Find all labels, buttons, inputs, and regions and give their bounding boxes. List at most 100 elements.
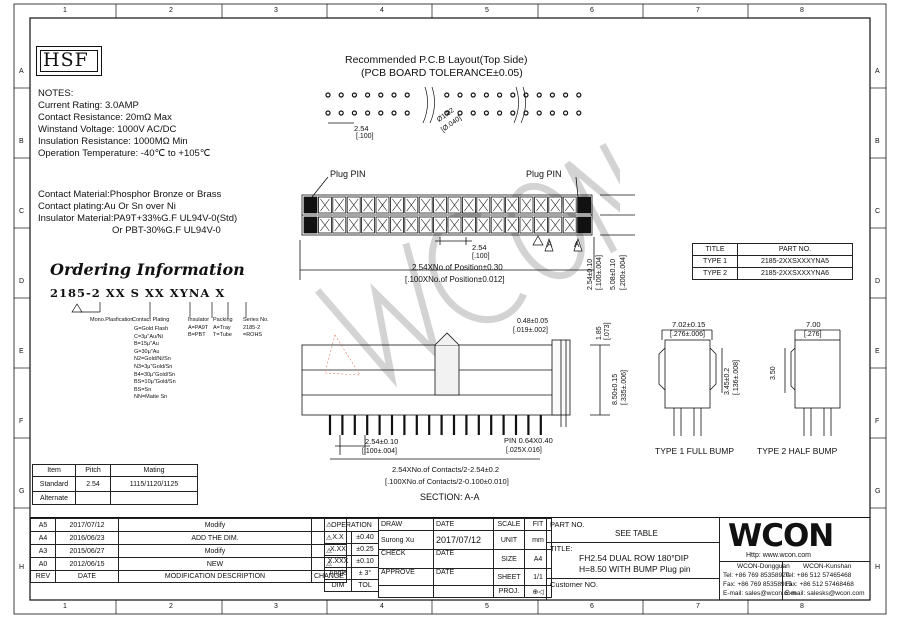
pcb-hole bbox=[536, 110, 542, 116]
ordering-code: 2185-2 XX S XX XYNA X bbox=[50, 286, 226, 300]
dim-d3-in: [.019±.002] bbox=[513, 327, 548, 334]
pitch-table-cell bbox=[110, 491, 198, 505]
pcb-hole bbox=[483, 92, 489, 98]
part-title-block: PART NO. SEE TABLE TITLE: FH2.54 DUAL RO… bbox=[546, 518, 720, 600]
grid-col-label: 6 bbox=[590, 7, 594, 14]
ordering-subhead: A=Tray bbox=[213, 325, 231, 331]
pcb-hole bbox=[364, 110, 371, 116]
dim-d2: 5.08±0.10 bbox=[610, 258, 617, 290]
grid-col-label: 7 bbox=[696, 7, 700, 14]
pitch-table-head: Mating bbox=[110, 464, 198, 477]
plug-pin-cell bbox=[577, 196, 592, 214]
part-no-value: SEE TABLE bbox=[615, 529, 658, 538]
title-label: TITLE: bbox=[550, 544, 573, 553]
rev-code: A4 bbox=[30, 531, 56, 545]
kunshan-name: WCON-Kunshan bbox=[803, 563, 852, 570]
proj-label: PROJ. bbox=[493, 585, 525, 598]
ordering-legend-line: BS=10μ"Gold/Sn bbox=[134, 379, 176, 386]
layout-title: Recommended P.C.B Layout(Top Side) bbox=[345, 54, 528, 66]
ordering-subhead2: =ROHS bbox=[243, 332, 263, 338]
rev-desc: Modify bbox=[118, 518, 312, 532]
pcb-hole bbox=[523, 110, 529, 116]
grid-row-label: C bbox=[19, 208, 25, 215]
grid-row-label: F bbox=[875, 418, 880, 425]
wcon-logo: WCON bbox=[728, 518, 834, 554]
dim-side1-in: [.276±.006] bbox=[670, 331, 705, 338]
pcb-hole bbox=[536, 92, 542, 98]
ordering-subhead2: B=PBT bbox=[188, 332, 206, 338]
dim-pitch-x: 2.54 bbox=[354, 124, 369, 133]
pitch-table-head: Pitch bbox=[75, 464, 111, 477]
grid-col-label: 4 bbox=[380, 603, 384, 610]
pcb-hole bbox=[483, 110, 489, 116]
dim-side4: 3.50 bbox=[770, 366, 777, 380]
part-table-cell: TYPE 1 bbox=[692, 255, 738, 268]
part-table-cell: 2185-2XXSXXXYNA6 bbox=[737, 267, 853, 280]
part-table-head-title: TITLE bbox=[692, 243, 738, 256]
ordering-head: Packing bbox=[213, 317, 233, 323]
grid-col-label: 5 bbox=[485, 603, 489, 610]
ordering-leaders bbox=[71, 302, 247, 318]
grid-row-label: D bbox=[19, 278, 25, 285]
part-table-cell: 2185-2XXSXXXYNA5 bbox=[737, 255, 853, 268]
pcb-hole bbox=[378, 110, 384, 116]
size-label: SIZE bbox=[493, 549, 525, 569]
section-label: SECTION: A-A bbox=[420, 492, 480, 502]
rev-desc: ADD THE DIM. bbox=[118, 531, 312, 545]
pitch-table-head: Item bbox=[32, 464, 76, 477]
notes-line: Contact Resistance: 20mΩ Max bbox=[38, 112, 172, 123]
tolerance-value: ±0.10 bbox=[351, 555, 379, 568]
company-web: Http: www.wcon.com bbox=[746, 552, 811, 559]
rev-footer-date: DATE bbox=[55, 570, 119, 583]
type2-label: TYPE 2 HALF BUMP bbox=[757, 446, 838, 456]
sheet-value: 1/1 bbox=[524, 568, 552, 586]
pitch-table-cell: Standard bbox=[32, 476, 76, 492]
grid-row-label: B bbox=[19, 138, 24, 145]
pcb-hole bbox=[364, 92, 371, 98]
plug-pin-cell bbox=[577, 216, 592, 234]
pitch-table-cell: 2.54 bbox=[75, 476, 111, 492]
pcb-hole bbox=[497, 92, 503, 98]
hsf-logo: HSF bbox=[43, 49, 89, 71]
approve-label: APPROVE bbox=[378, 568, 434, 586]
rev-desc: NEW bbox=[118, 557, 312, 571]
notes-heading: NOTES: bbox=[38, 88, 74, 99]
dongguan-tel: Tel: +86 769 85358920 bbox=[723, 572, 790, 579]
ordering-title: Ordering Information bbox=[50, 260, 245, 279]
rev-date: 2017/07/12 bbox=[55, 518, 119, 532]
dim-d4-in: [.073] bbox=[604, 322, 611, 340]
dim-contacts-in: [.100XNo.of Contacts/2-0.100±0.010] bbox=[385, 477, 509, 486]
dim-pitch-y-in: [.100] bbox=[472, 253, 490, 260]
ordering-legend-line: B4=30μ"Gold/Sn bbox=[134, 371, 176, 378]
dongguan-mail: E-mail: sales@wcon.com bbox=[723, 590, 797, 597]
dim-pitch-x-in: [.100] bbox=[356, 133, 374, 140]
grid-row-label: B bbox=[875, 138, 880, 145]
dim-d1: 2.54±0.10 bbox=[587, 258, 594, 290]
sheet-label: SHEET bbox=[493, 568, 525, 586]
kunshan-tel: Tel: +86 512 57465468 bbox=[785, 572, 852, 579]
ordering-subhead: Mono.Plasfication bbox=[90, 317, 134, 323]
rev-code: A5 bbox=[30, 518, 56, 532]
pcb-hole bbox=[325, 92, 331, 98]
pcb-hole bbox=[576, 110, 582, 116]
dim-d1-in: [.100±.004] bbox=[596, 255, 603, 290]
grid-col-label: 4 bbox=[380, 7, 384, 14]
section-marker-a2: A bbox=[574, 240, 580, 249]
dim-side1: 7.02±0.15 bbox=[672, 320, 706, 329]
rev-date: 2012/06/15 bbox=[55, 557, 119, 571]
plug-pin-right-label: Plug PIN bbox=[526, 169, 562, 179]
part-no-label: PART NO. bbox=[550, 520, 585, 529]
grid-col-label: 2 bbox=[169, 603, 173, 610]
material-line: Or PBT-30%G.F UL94V-0 bbox=[112, 225, 221, 236]
grid-row-label: C bbox=[875, 208, 881, 215]
draw-label: DRAW bbox=[378, 518, 434, 531]
dim-pitch-y: 2.54 bbox=[472, 243, 487, 252]
pcb-hole bbox=[378, 92, 384, 98]
grid-row-label: D bbox=[875, 278, 881, 285]
part-table-head-partno: PART NO. bbox=[737, 243, 853, 256]
dim-side3-in: [.276] bbox=[804, 331, 822, 338]
plug-pin-left-label: Plug PIN bbox=[330, 169, 366, 179]
pcb-hole bbox=[563, 92, 569, 98]
